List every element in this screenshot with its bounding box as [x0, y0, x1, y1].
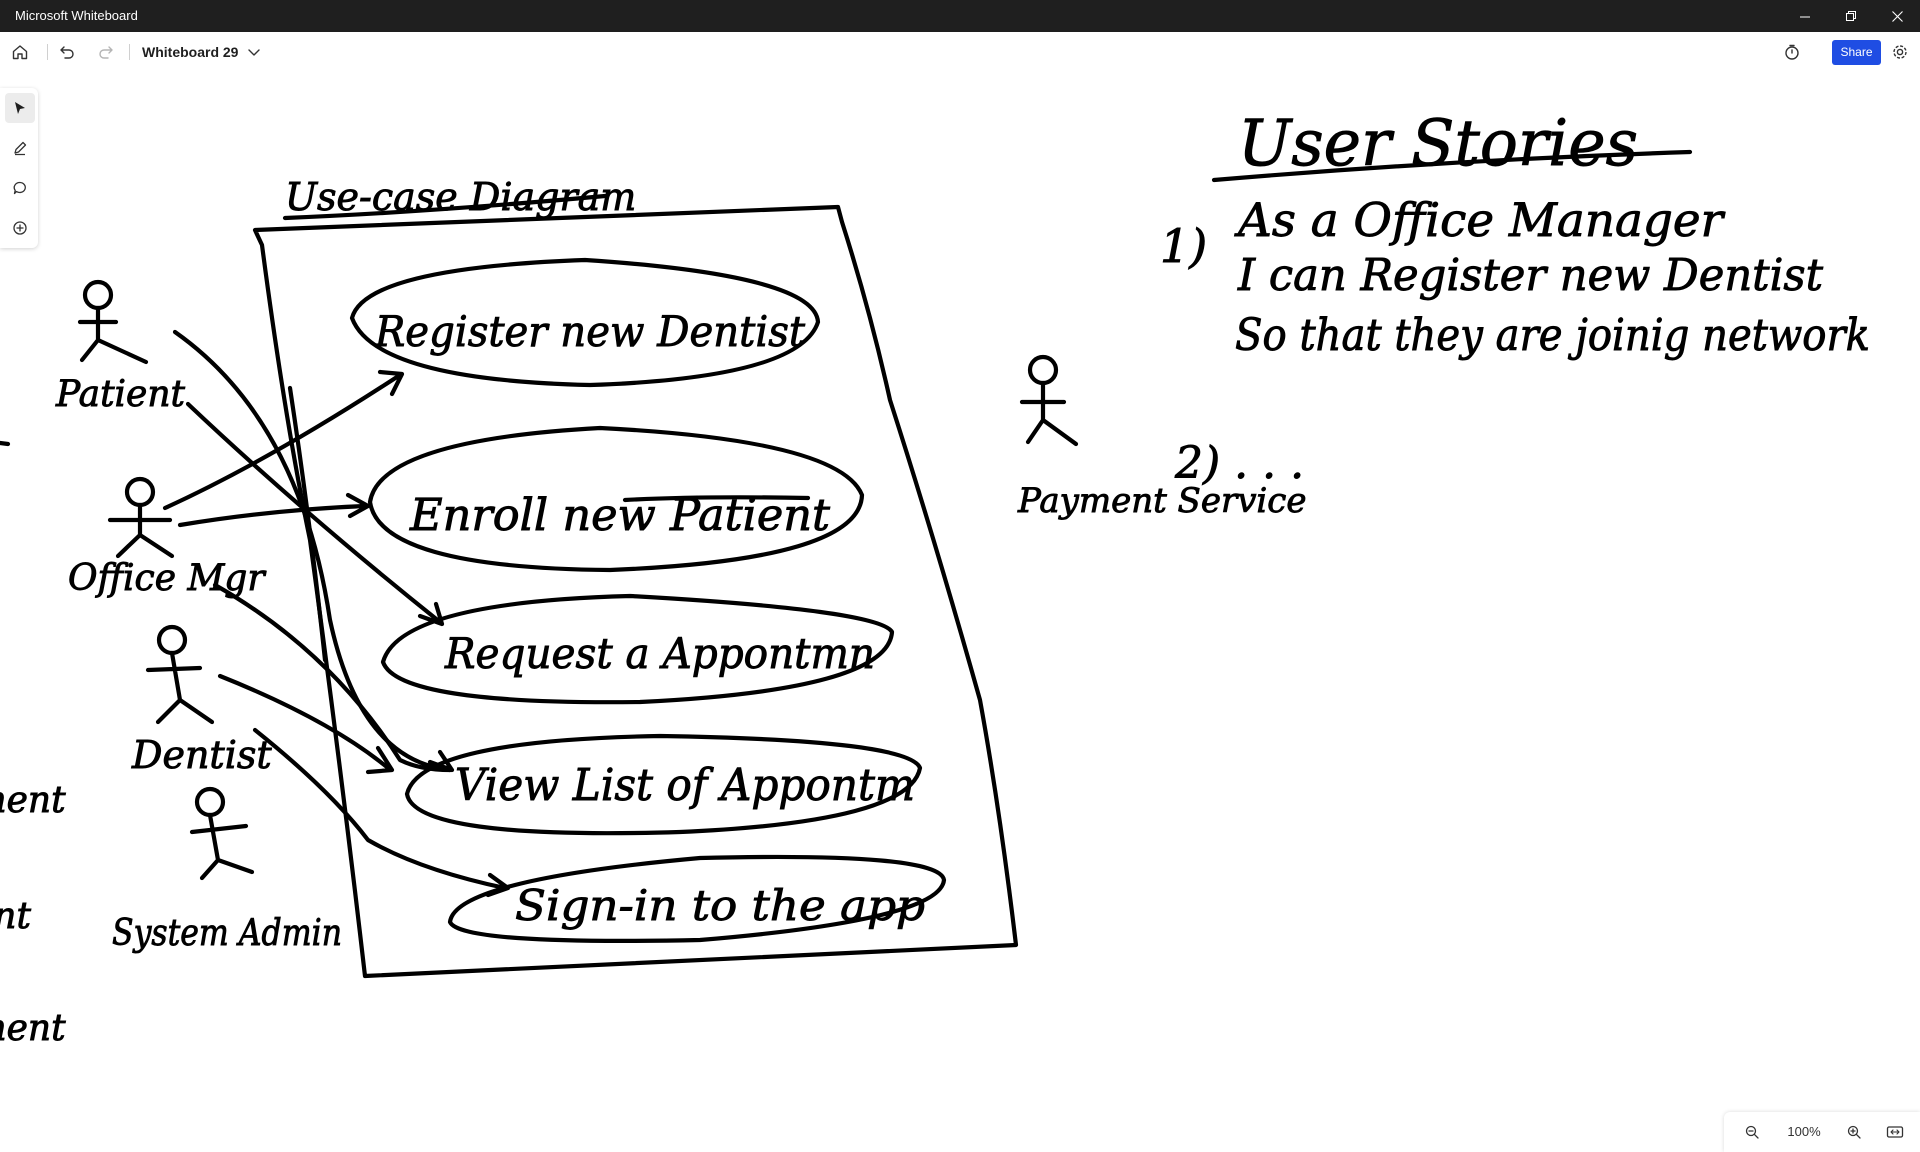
pen-tool-button[interactable] — [5, 133, 35, 163]
diagram-title: Use-case Diagram — [285, 175, 636, 219]
actor-patient — [77, 279, 149, 365]
usecase-ellipse-3 — [380, 593, 895, 705]
partial-label-1: tment — [0, 780, 66, 821]
story-1-line-3: So that they are joinig network — [1235, 310, 1870, 361]
actor-label-office-mgr: Office Mgr — [68, 558, 266, 599]
partial-stroke — [0, 440, 11, 447]
diagram-title-underline — [282, 193, 608, 221]
timer-icon — [1785, 44, 1799, 60]
actor-label-payment-service: Payment Service — [1017, 481, 1306, 521]
restore-icon — [1845, 10, 1856, 21]
arrow-dentist-signin — [252, 727, 511, 898]
comment-tool-button[interactable] — [5, 173, 35, 203]
zoom-out-button[interactable] — [1738, 1118, 1766, 1146]
usecase-ellipse-1 — [349, 257, 821, 388]
arrow-officemgr-enroll — [177, 492, 371, 528]
whiteboard-canvas[interactable]: Use-case Diagram Register new Dentist En… — [0, 72, 1920, 1152]
undo-button[interactable] — [53, 38, 81, 66]
actor-head — [156, 624, 188, 656]
fit-to-screen-icon — [1886, 1126, 1904, 1138]
add-icon — [13, 221, 27, 235]
undo-icon — [60, 46, 74, 59]
zoom-level[interactable]: 100% — [1787, 1124, 1821, 1139]
minimize-button[interactable] — [1782, 0, 1828, 32]
title-bar: Microsoft Whiteboard — [0, 0, 1920, 32]
close-button[interactable] — [1874, 0, 1920, 32]
stories-heading: User Stories — [1238, 107, 1638, 181]
timer-button[interactable] — [1778, 38, 1806, 66]
strikethrough-line — [622, 495, 811, 503]
actor-head — [1027, 354, 1059, 386]
actor-head — [82, 279, 114, 311]
zoom-out-icon — [1745, 1125, 1759, 1139]
redo-button[interactable] — [92, 38, 120, 66]
arrow-dentist-view — [217, 673, 395, 775]
actor-body — [189, 812, 255, 881]
actor-head — [194, 786, 226, 818]
usecase-label-4: View List of Appontm — [455, 760, 915, 811]
comment-icon — [13, 181, 26, 195]
usecase-label-5: Sign-in to the app — [515, 881, 925, 930]
share-button[interactable]: Share — [1832, 40, 1881, 65]
close-icon — [1891, 10, 1903, 22]
story-1-line-1: As a Office Manager — [1234, 193, 1726, 247]
arrow-officemgr-view — [212, 582, 453, 773]
ink-layer: Use-case Diagram Register new Dentist En… — [0, 107, 1870, 1049]
minimize-icon — [1799, 16, 1810, 17]
redo-icon — [99, 46, 113, 59]
home-button[interactable] — [6, 38, 34, 66]
board-menu-button[interactable] — [240, 38, 268, 66]
story-1-number: 1) — [1160, 219, 1207, 273]
chevron-down-icon — [248, 49, 260, 56]
pen-icon — [14, 141, 27, 156]
toolbar-divider — [47, 44, 48, 60]
usecase-ellipse-5 — [447, 854, 947, 943]
usecase-ellipse-2 — [367, 425, 865, 573]
select-tool-button[interactable] — [5, 93, 35, 123]
app-toolbar: Whiteboard 29 — [0, 32, 1920, 73]
settings-button[interactable] — [1886, 38, 1914, 66]
partial-label-2: ent — [0, 896, 31, 937]
actor-label-patient: Patient — [55, 374, 186, 415]
gear-icon — [1893, 45, 1907, 59]
fit-to-screen-button[interactable] — [1881, 1118, 1909, 1146]
actor-body — [145, 650, 215, 725]
actor-system-admin — [189, 786, 255, 881]
actor-body — [1019, 380, 1079, 447]
add-content-button[interactable] — [5, 213, 35, 243]
home-icon — [12, 45, 28, 60]
app-title: Microsoft Whiteboard — [15, 8, 138, 23]
story-2: 2) . . . — [1174, 438, 1304, 489]
zoom-in-icon — [1847, 1125, 1861, 1139]
zoom-controls: 100% — [1724, 1112, 1920, 1152]
actor-label-dentist: Dentist — [131, 733, 272, 777]
actor-head — [124, 476, 156, 508]
tool-rail — [0, 88, 38, 248]
usecase-ellipse-4 — [404, 733, 923, 836]
zoom-in-button[interactable] — [1840, 1118, 1868, 1146]
partial-label-3: tment — [0, 1008, 66, 1049]
arrow-patient-request — [185, 401, 445, 627]
toolbar-divider — [129, 44, 130, 60]
actor-dentist — [145, 624, 215, 725]
usecase-label-3: Request a Appontmn — [444, 629, 875, 678]
actor-body — [107, 502, 175, 559]
actor-payment-service — [1019, 354, 1079, 447]
actor-label-system-admin: System Admin — [112, 913, 342, 954]
board-title[interactable]: Whiteboard 29 — [142, 44, 239, 60]
actor-office-mgr — [107, 476, 175, 559]
story-1-line-2: I can Register new Dentist — [1237, 250, 1823, 301]
stories-heading-underline — [1211, 149, 1693, 183]
restore-button[interactable] — [1828, 0, 1874, 32]
select-arrow-icon — [15, 102, 25, 114]
actor-body — [77, 305, 149, 365]
usecase-label-1: Register new Dentist — [374, 307, 805, 356]
